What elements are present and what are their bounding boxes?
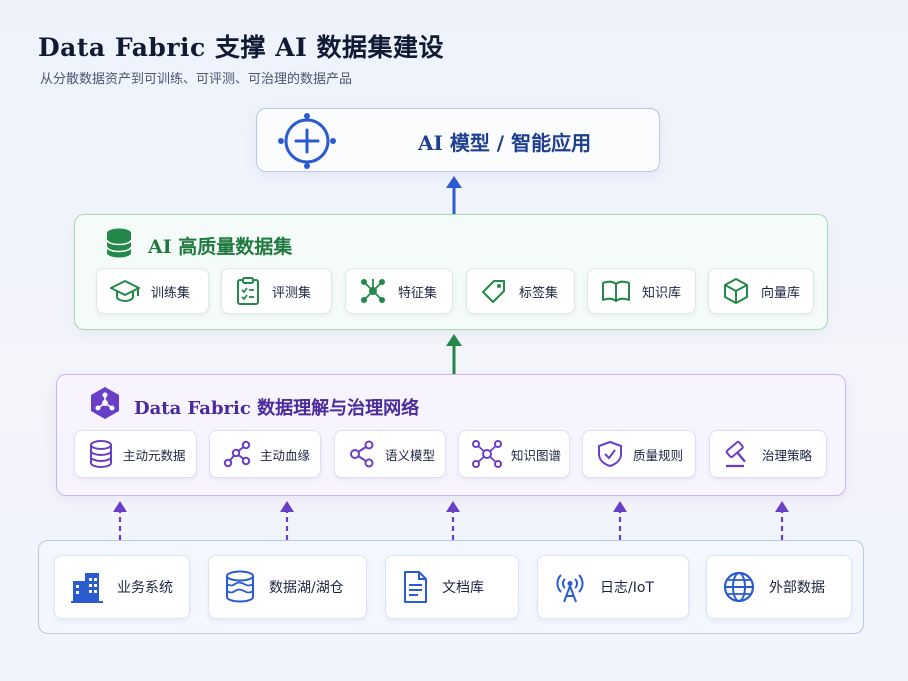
- page-subtitle: 从分散数据资产到可训练、可评测、可治理的数据产品: [40, 72, 353, 87]
- network-nodes-icon: [361, 279, 385, 303]
- fabric-item-governance-policy[interactable]: 治理策略: [709, 430, 827, 478]
- cube-icon: [724, 278, 748, 304]
- dataset-item-label: 特征集: [398, 285, 438, 301]
- graph-icon: [472, 440, 502, 468]
- source-item-business-systems[interactable]: 业务系统: [54, 555, 190, 619]
- arrow-up-blue: [446, 176, 462, 214]
- fabric-item-active-metadata[interactable]: 主动元数据: [74, 430, 197, 478]
- dataset-item-evaluation[interactable]: 评测集: [221, 268, 332, 314]
- dataset-item-label: 标签集: [519, 285, 559, 301]
- source-item-label: 文档库: [442, 580, 484, 596]
- fabric-item-active-lineage[interactable]: 主动血缘: [209, 430, 321, 478]
- source-item-label: 外部数据: [769, 580, 825, 596]
- fabric-item-semantic-model[interactable]: 语义模型: [334, 430, 446, 478]
- antenna-icon: [556, 574, 584, 603]
- fabric-item-label: 语义模型: [385, 447, 436, 463]
- clipboard-check-icon: [237, 277, 259, 305]
- arrow-up-green: [446, 334, 462, 374]
- dataset-item-label: 训练集: [151, 285, 191, 301]
- fabric-item-knowledge-graph[interactable]: 知识图谱: [458, 430, 570, 478]
- source-item-document-repo[interactable]: 文档库: [385, 555, 519, 619]
- fabric-item-label: 主动元数据: [123, 447, 186, 463]
- tag-icon: [482, 280, 505, 303]
- lineage-icon: [223, 440, 251, 468]
- source-item-data-lake[interactable]: 数据湖/湖仓: [208, 555, 367, 619]
- dataset-item-training[interactable]: 训练集: [96, 268, 209, 314]
- target-crosshair-icon: [278, 113, 336, 169]
- ai-application-box: [256, 108, 660, 172]
- shield-check-icon: [598, 441, 622, 467]
- dataset-item-feature[interactable]: 特征集: [345, 268, 453, 314]
- dataset-item-label: 知识库: [642, 285, 682, 301]
- source-item-label: 业务系统: [117, 580, 173, 596]
- fabric-layer-title: Data Fabric 数据理解与治理网络: [134, 398, 420, 419]
- dataset-item-label: 向量库: [761, 285, 801, 301]
- share-nodes-icon: [350, 440, 374, 468]
- database-icon: [90, 440, 112, 469]
- dataset-item-label-set[interactable]: 标签集: [466, 268, 575, 314]
- gavel-icon: [725, 440, 746, 468]
- dataset-item-label: 评测集: [272, 285, 312, 301]
- book-open-icon: [602, 280, 630, 302]
- fabric-item-quality-rules[interactable]: 质量规则: [582, 430, 696, 478]
- source-item-external-data[interactable]: 外部数据: [706, 555, 852, 619]
- graduation-cap-icon: [110, 280, 140, 303]
- source-item-label: 日志/IoT: [600, 580, 654, 596]
- source-item-logs-iot[interactable]: 日志/IoT: [537, 555, 689, 619]
- dataset-item-knowledge-base[interactable]: 知识库: [587, 268, 696, 314]
- document-icon: [404, 571, 427, 603]
- hexagon-network-icon: [91, 387, 119, 419]
- fabric-item-label: 治理策略: [762, 447, 813, 463]
- source-to-fabric-arrows: [113, 501, 789, 540]
- buildings-icon: [71, 573, 103, 603]
- fabric-item-label: 知识图谱: [511, 447, 562, 463]
- fabric-item-label: 质量规则: [633, 447, 684, 463]
- dataset-layer-title: AI 高质量数据集: [148, 236, 293, 258]
- source-item-label: 数据湖/湖仓: [269, 580, 344, 596]
- fabric-item-label: 主动血缘: [260, 447, 311, 463]
- database-lake-icon: [226, 570, 254, 603]
- dataset-item-vector-store[interactable]: 向量库: [708, 268, 814, 314]
- page-title: Data Fabric 支撑 AI 数据集建设: [38, 33, 444, 62]
- database-icon: [106, 228, 132, 258]
- globe-icon: [723, 571, 755, 603]
- ai-application-label: AI 模型 / 智能应用: [418, 131, 592, 155]
